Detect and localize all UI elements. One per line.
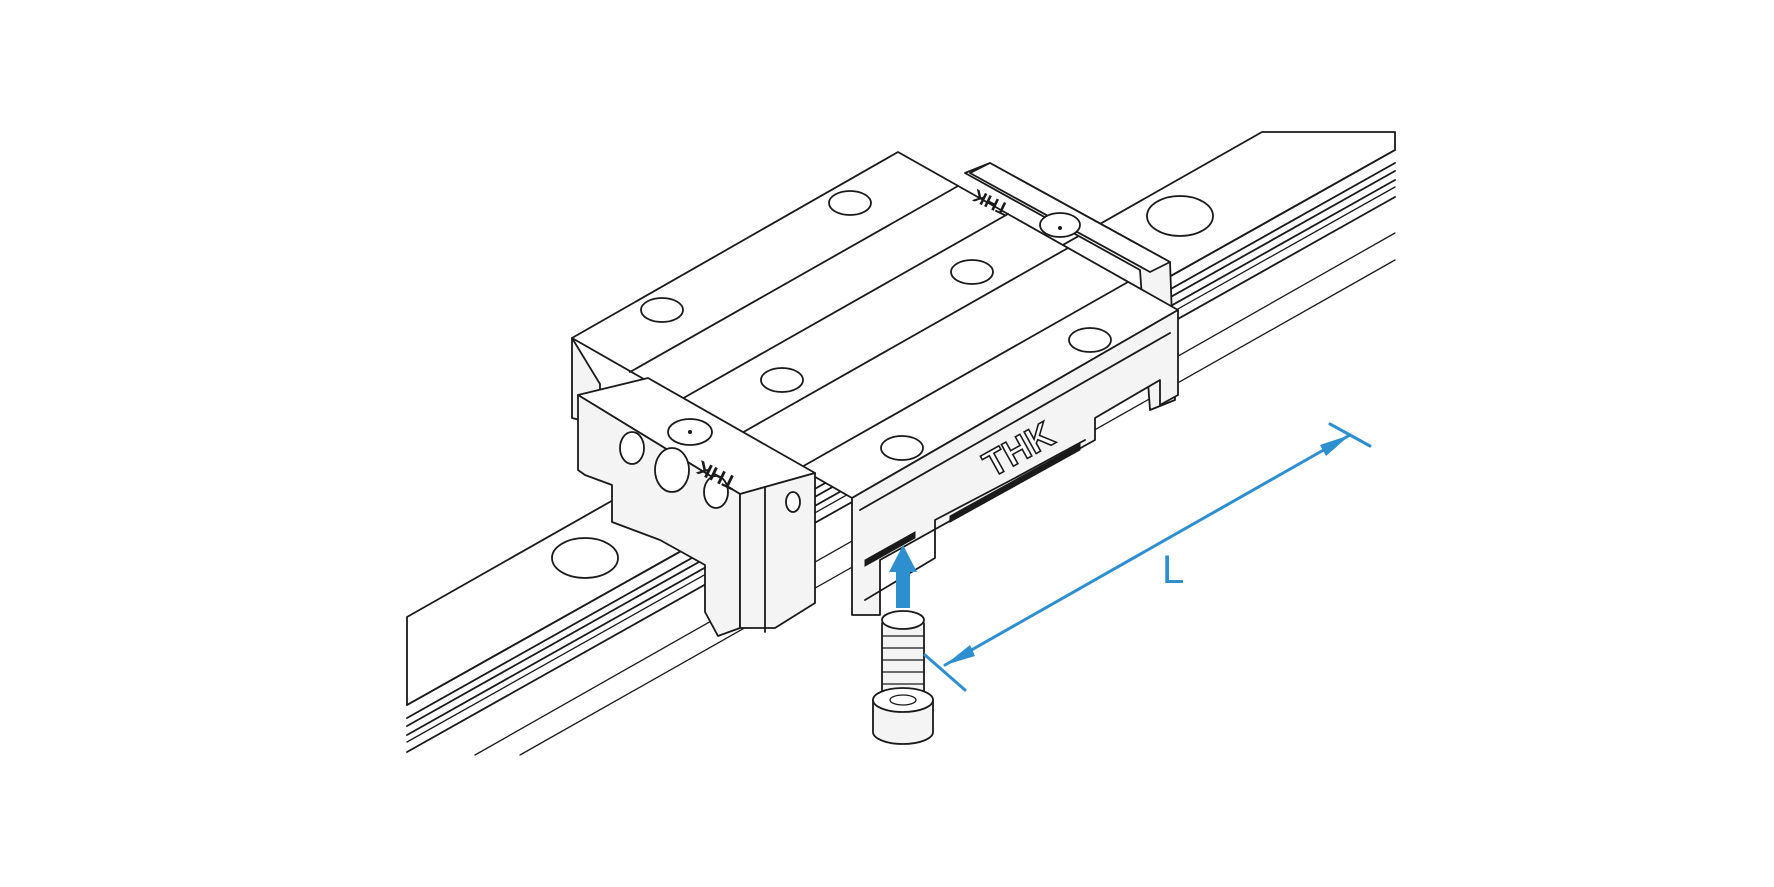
block-side-edge bbox=[859, 332, 1171, 511]
end-plate-hole-left bbox=[619, 431, 645, 465]
dimension-line bbox=[943, 433, 1352, 667]
end-plate-hole-center bbox=[654, 447, 690, 493]
dimension-L: L bbox=[923, 422, 1372, 692]
end-plate-side-hole bbox=[785, 491, 801, 513]
arrow-head bbox=[889, 545, 917, 572]
block-hole-4 bbox=[760, 367, 804, 393]
rail-hole-front bbox=[551, 537, 619, 579]
arrow-shaft bbox=[896, 568, 910, 608]
bolt-socket bbox=[889, 694, 917, 706]
insertion-arrow bbox=[889, 545, 917, 608]
mounting-bolt bbox=[872, 610, 934, 745]
guide-block: THK THK THK bbox=[571, 151, 1179, 637]
block-hole-2 bbox=[640, 297, 684, 323]
block-front-side bbox=[851, 309, 1179, 616]
dimension-arrow-left bbox=[945, 645, 975, 665]
block-hole-1 bbox=[828, 190, 872, 216]
dimension-arrow-right bbox=[1320, 435, 1350, 456]
dimension-label: L bbox=[1162, 548, 1184, 592]
end-plate-front-side bbox=[739, 472, 816, 629]
block-hole-3 bbox=[950, 259, 994, 285]
grease-nipple-dot bbox=[688, 430, 692, 434]
block-hole-6 bbox=[880, 435, 924, 461]
block-hole-5 bbox=[1068, 327, 1112, 353]
end-plate-hole-right bbox=[703, 475, 729, 509]
bolt-shank bbox=[881, 619, 925, 699]
block-seal-strip-1 bbox=[864, 531, 916, 567]
grease-nipple-back bbox=[1039, 212, 1081, 238]
rail-hole-back bbox=[1146, 195, 1214, 237]
bolt-tip bbox=[881, 610, 925, 630]
block-seal-strip-2 bbox=[949, 443, 1081, 523]
block-top-groove-4 bbox=[799, 281, 1129, 469]
dimension-tick-left bbox=[923, 653, 967, 692]
block-top-groove-1 bbox=[629, 185, 959, 373]
block-top-groove-2 bbox=[679, 213, 1009, 401]
grease-nipple-back-dot bbox=[1058, 226, 1062, 230]
bolt-head-top bbox=[872, 687, 934, 713]
block-top-groove-3 bbox=[739, 247, 1069, 435]
